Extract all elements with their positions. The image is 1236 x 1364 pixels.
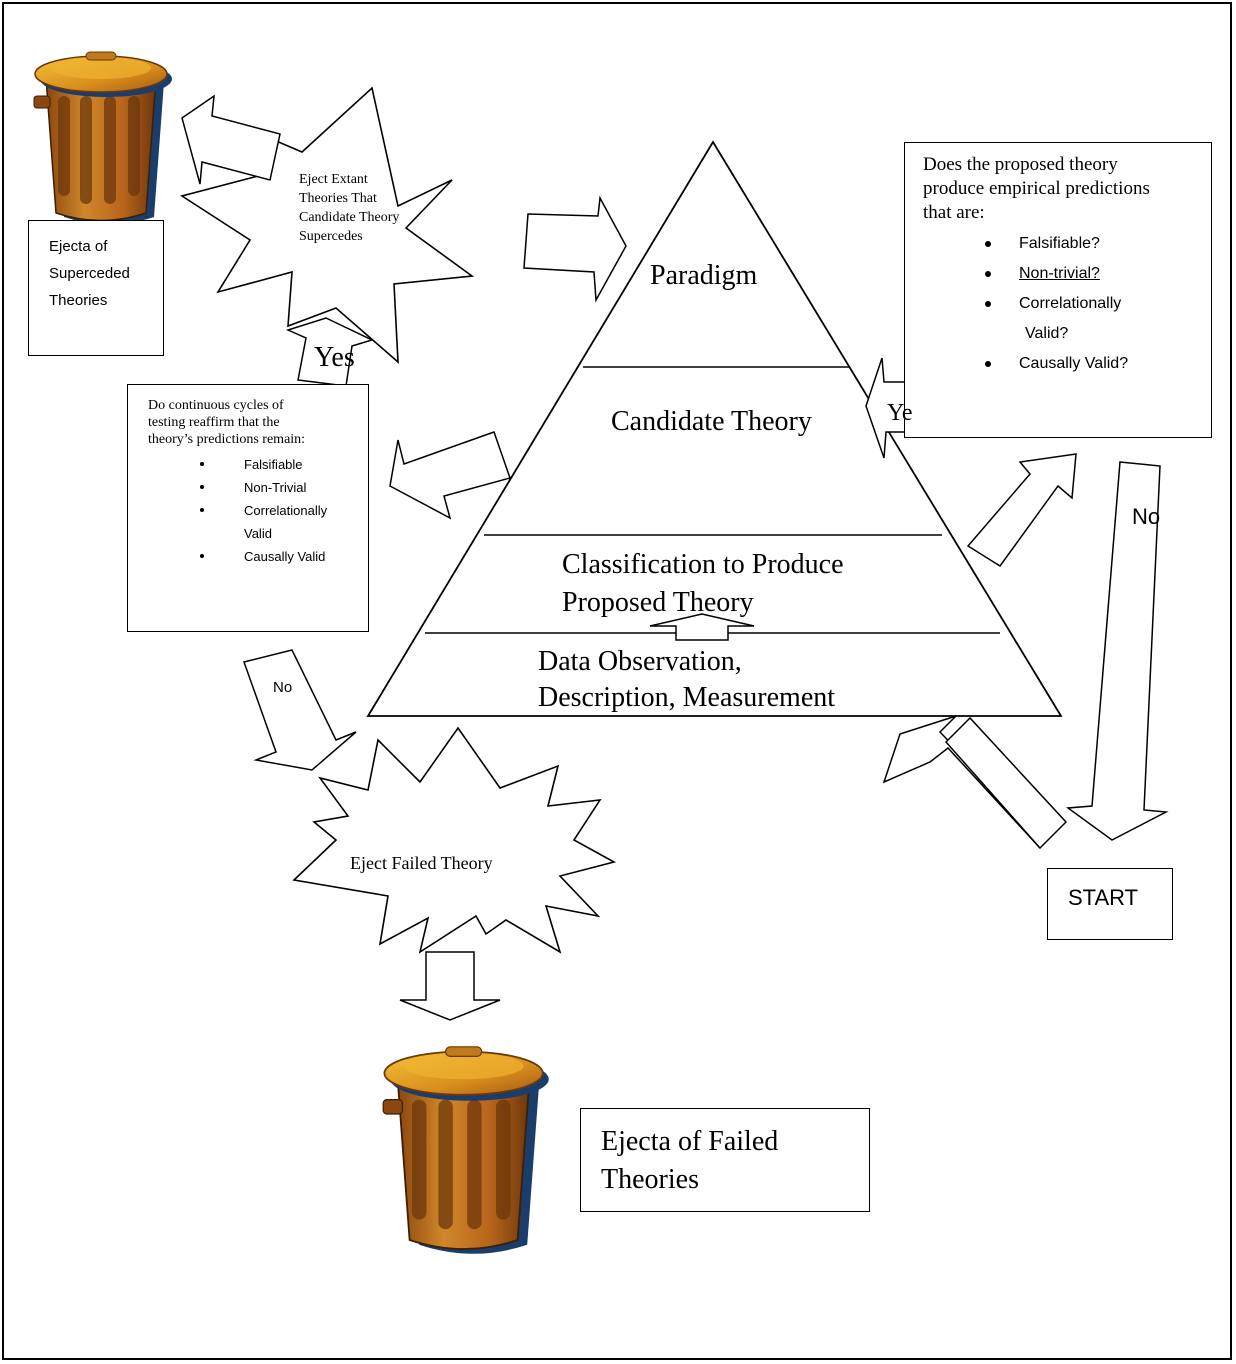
proposed-criteria-list: Falsifiable? Non-trivial? Correlationall… [905, 229, 1128, 379]
list-item: Causally Valid [128, 545, 327, 568]
arrow-no-down-right [1065, 461, 1169, 841]
trash-can-icon-superceded [33, 51, 173, 226]
bullet-icon [985, 241, 991, 247]
criteria-non-trivial: Non-trivial? [1019, 265, 1100, 282]
starburst-top-line: Supercedes [299, 229, 363, 244]
yes-label-right: Ye [887, 400, 913, 426]
list-item: Non-trivial? [905, 259, 1128, 289]
starburst-bottom-text: Eject Failed Theory [350, 853, 493, 873]
list-item: Falsifiable [128, 453, 327, 476]
starburst-top-line: Candidate Theory [299, 210, 400, 225]
arrow-to-testing-box [389, 431, 511, 520]
testing-question-line: testing reaffirm that the [148, 415, 280, 430]
starburst-top-line: Theories That [299, 191, 377, 206]
proposed-theory-box: Does the proposed theory produce empiric… [904, 142, 1212, 438]
ejecta-superceded-line: Superceded [49, 265, 130, 282]
paradigm-label: Paradigm [650, 260, 758, 291]
candidate-theory-label: Candidate Theory [611, 406, 812, 437]
proposed-theory-question: Does the proposed theory produce empiric… [923, 153, 1150, 225]
testing-question: Do continuous cycles of testing reaffirm… [148, 397, 305, 448]
arrow-to-failed-trash [399, 951, 501, 1021]
start-box: START [1047, 868, 1173, 940]
arrow-to-proposed-box [966, 453, 1077, 568]
bullet-icon [985, 271, 991, 277]
testing-causally-valid: Causally Valid [244, 549, 326, 564]
list-item: Non-Trivial [128, 476, 327, 499]
classification-line: Classification to Produce [562, 549, 844, 580]
ejecta-failed-line: Theories [601, 1164, 699, 1195]
testing-correlationally-cont: Valid [244, 526, 272, 541]
data-observation-line: Description, Measurement [538, 682, 836, 713]
classification-line: Proposed Theory [562, 587, 754, 618]
ejecta-failed-line: Ejecta of Failed [601, 1126, 779, 1157]
proposed-question-line: produce empirical predictions [923, 178, 1150, 199]
data-observation-label: Data Observation, Description, Measureme… [538, 644, 835, 716]
bullet-icon [985, 361, 991, 367]
starburst-bottom-shape [292, 726, 617, 954]
criteria-correlationally: Correlationally [1019, 295, 1122, 312]
testing-non-trivial: Non-Trivial [244, 480, 307, 495]
arrow-to-paradigm [523, 195, 627, 303]
bullet-icon [200, 485, 204, 489]
no-label-left: No [273, 679, 293, 696]
proposed-question-line: Does the proposed theory [923, 154, 1118, 175]
testing-falsifiable: Falsifiable [244, 457, 303, 472]
list-item: Causally Valid? [905, 349, 1128, 379]
criteria-causally-valid: Causally Valid? [1019, 355, 1129, 372]
ejecta-superceded-line: Theories [49, 292, 108, 309]
criteria-falsifiable: Falsifiable? [1019, 235, 1100, 252]
list-item: Falsifiable? [905, 229, 1128, 259]
starburst-top-text: Eject Extant Theories That Candidate The… [299, 170, 399, 246]
data-observation-line: Data Observation, [538, 646, 742, 677]
testing-correlationally: Correlationally [244, 503, 328, 518]
ejecta-failed-box: Ejecta of Failed Theories [580, 1108, 870, 1212]
ejecta-superceded-box: Ejecta of Superceded Theories [28, 220, 164, 356]
testing-box: Do continuous cycles of testing reaffirm… [127, 384, 369, 632]
arrow-from-start-tail [944, 716, 1068, 850]
yes-label-left: Yes [314, 342, 355, 373]
criteria-correlationally-cont: Valid? [1025, 325, 1069, 342]
bullet-icon [985, 301, 991, 307]
trash-can-icon-failed [382, 1045, 550, 1255]
no-label-right: No [1132, 504, 1161, 529]
testing-question-line: Do continuous cycles of [148, 398, 284, 413]
arrow-to-superceded-trash [181, 94, 281, 185]
up-arrow-icon [649, 613, 755, 641]
ejecta-superceded-line: Ejecta of [49, 238, 108, 255]
bullet-icon [200, 554, 204, 558]
proposed-question-line: that are: [923, 202, 985, 223]
classification-label: Classification to Produce Proposed Theor… [562, 546, 844, 622]
testing-question-line: theory’s predictions remain: [148, 432, 306, 447]
arrow-no-down-left [243, 649, 357, 771]
arrow-yes-up [285, 317, 375, 387]
starburst-top-line: Eject Extant [299, 172, 368, 187]
bullet-icon [200, 508, 204, 512]
bullet-icon [200, 462, 204, 466]
